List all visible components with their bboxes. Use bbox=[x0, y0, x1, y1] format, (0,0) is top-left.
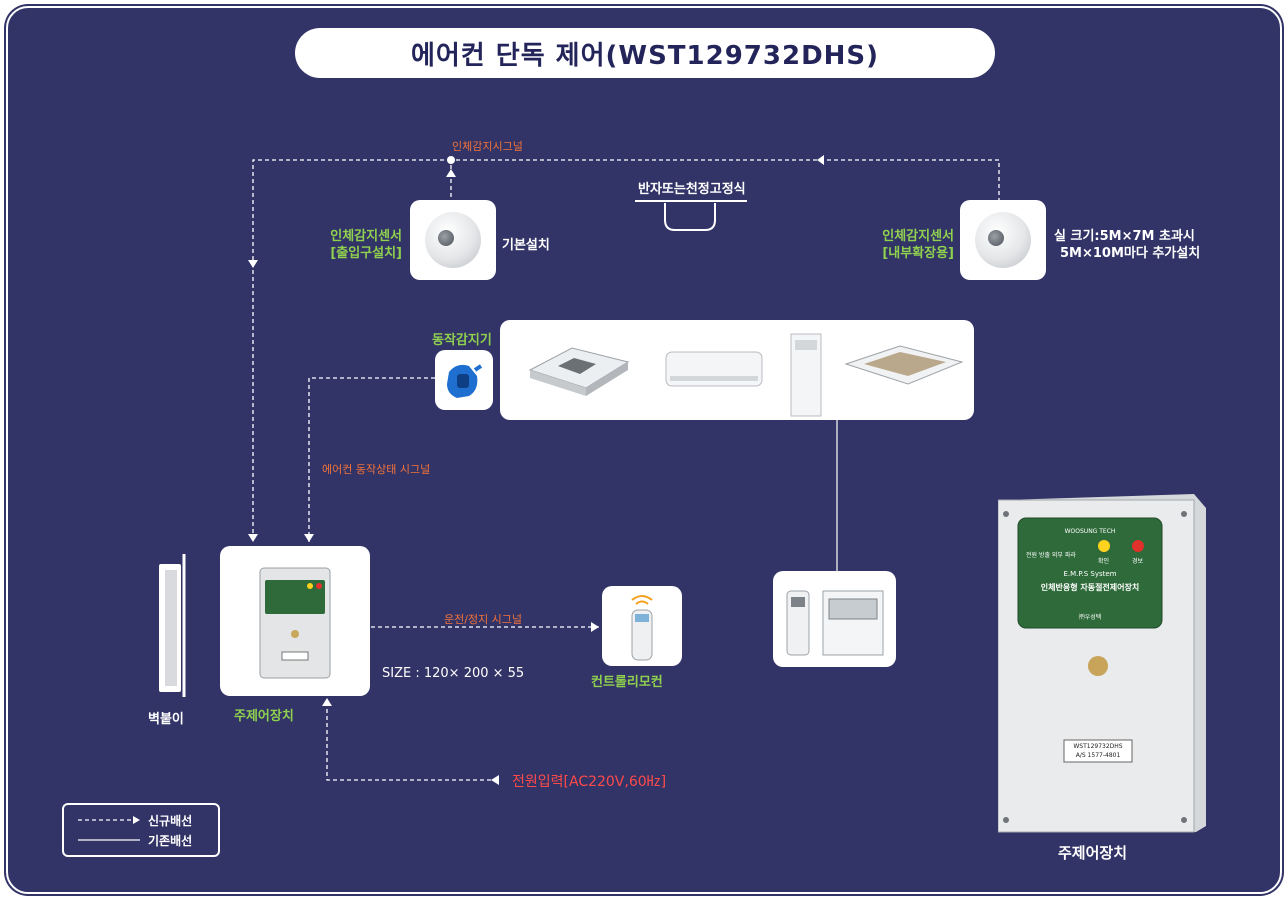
wall-mount-icon bbox=[159, 554, 186, 697]
label-ceiling-mount: 반자또는천정고정식 bbox=[638, 182, 746, 197]
ac-units-card bbox=[500, 320, 974, 420]
device-led-confirm: 확인 bbox=[1098, 558, 1110, 565]
device-brand: WOOSUNG TECH bbox=[1064, 528, 1116, 535]
diagram-frame: 에어컨 단독 제어(WST129732DHS) 인체감지시그널 반자또는천정고정… bbox=[6, 6, 1282, 894]
label-ac-status-signal: 에어컨 동작상태 시그널 bbox=[322, 463, 431, 476]
arrow-up-power bbox=[322, 698, 332, 706]
ceiling-mount-bracket bbox=[664, 203, 716, 231]
solid-line-icon bbox=[78, 839, 140, 841]
wall-controllers-icon bbox=[786, 590, 884, 656]
sensor-extension-subtitle: [내부확장용] bbox=[882, 246, 954, 261]
device-sticker-as: A/S 1577-4801 bbox=[1075, 752, 1121, 759]
stand-ac-icon bbox=[790, 333, 822, 417]
legend-new-wiring: 신규배선 bbox=[78, 812, 192, 828]
label-motion-sensor: 동작감지기 bbox=[432, 333, 492, 348]
wire-motion-to-controller bbox=[308, 377, 435, 542]
wire-human-signal bbox=[450, 159, 1000, 204]
device-company: ㈜우성텍 bbox=[1078, 614, 1102, 621]
wire-power-input bbox=[326, 702, 499, 781]
label-sensor-extension: 인체감지센서 [내부확장용] bbox=[856, 228, 954, 262]
remote-card bbox=[602, 586, 682, 666]
label-basic-install: 기본설치 bbox=[502, 238, 550, 253]
label-room-size: 실 크기:5M×7M 초과시 5M×10M마다 추가설치 bbox=[1054, 228, 1200, 262]
wall-controllers-card bbox=[773, 571, 896, 667]
label-human-signal: 인체감지시그널 bbox=[452, 140, 523, 153]
arrow-down-controller-1 bbox=[248, 534, 258, 542]
sensor-lens-icon bbox=[438, 230, 454, 246]
room-size-line-1: 실 크기:5M×7M 초과시 bbox=[1054, 229, 1195, 244]
device-sticker-model: WST129732DHS bbox=[1073, 743, 1123, 750]
cassette-ac-icon bbox=[528, 347, 630, 396]
human-sensor-extension bbox=[960, 200, 1046, 280]
wire-human-to-controller bbox=[252, 159, 451, 542]
label-run-stop-signal: 운전/정지 시그널 bbox=[444, 613, 523, 626]
sensor-entrance-subtitle: [출입구설치] bbox=[330, 246, 402, 261]
legend-new-wiring-label: 신규배선 bbox=[148, 813, 193, 828]
arrow-up-sensor bbox=[446, 169, 456, 177]
arrow-down-controller-2 bbox=[304, 534, 314, 542]
wiring-layer bbox=[159, 155, 1000, 785]
main-controller-device: WOOSUNG TECH 전원 방출 외부 파라 확인 경보 E.M.P.S S… bbox=[997, 490, 1210, 836]
controller-box-icon bbox=[259, 567, 331, 679]
sensor-entrance-title: 인체감지센서 bbox=[330, 229, 402, 244]
device-body bbox=[997, 494, 1206, 833]
sensor-lens-icon bbox=[988, 230, 1004, 246]
arrow-to-remote bbox=[591, 622, 599, 632]
label-power-input: 전원입력[AC220V,60㎐] bbox=[512, 774, 667, 790]
device-led-alarm: 경보 bbox=[1132, 558, 1144, 565]
arrow-down-left bbox=[248, 260, 258, 268]
wire-junction-dot bbox=[447, 156, 455, 164]
device-series: E.M.P.S System bbox=[1063, 570, 1117, 578]
label-wall-mount: 벽붙이 bbox=[148, 712, 184, 727]
device-name: 인체반응형 자동절전제어장치 bbox=[1040, 583, 1140, 592]
human-sensor-entrance bbox=[410, 200, 496, 280]
remote-icon bbox=[631, 595, 653, 661]
device-indicators: 전원 방출 외부 파라 bbox=[1026, 552, 1076, 559]
dashed-arrow-icon bbox=[78, 816, 140, 824]
main-controller-card bbox=[220, 546, 370, 696]
ac-units-illustration bbox=[528, 333, 964, 417]
label-sensor-entrance: 인체감지센서 [출입구설치] bbox=[304, 228, 402, 262]
arrow-power-left bbox=[491, 775, 499, 785]
legend-existing-wiring-label: 기존배선 bbox=[148, 833, 193, 848]
page-title: 에어컨 단독 제어(WST129732DHS) bbox=[410, 40, 880, 71]
arrow-right-end bbox=[817, 155, 824, 165]
legend-existing-wiring: 기존배선 bbox=[78, 832, 192, 848]
label-remote: 컨트롤리모컨 bbox=[591, 675, 663, 690]
label-size: SIZE : 120× 200 × 55 bbox=[382, 666, 525, 681]
sensor-extension-title: 인체감지센서 bbox=[882, 229, 954, 244]
title-banner: 에어컨 단독 제어(WST129732DHS) bbox=[295, 28, 995, 78]
wall-ac-icon bbox=[665, 351, 763, 387]
motion-sensor-card bbox=[435, 350, 493, 410]
legend: 신규배선 기존배선 bbox=[62, 803, 220, 857]
label-main-controller-large: 주제어장치 bbox=[1058, 844, 1128, 862]
label-main-controller: 주제어장치 bbox=[234, 709, 294, 724]
room-size-line-2: 5M×10M마다 추가설치 bbox=[1060, 246, 1201, 261]
current-sensor-icon bbox=[447, 364, 483, 398]
ceiling-cassette-icon bbox=[844, 345, 964, 385]
